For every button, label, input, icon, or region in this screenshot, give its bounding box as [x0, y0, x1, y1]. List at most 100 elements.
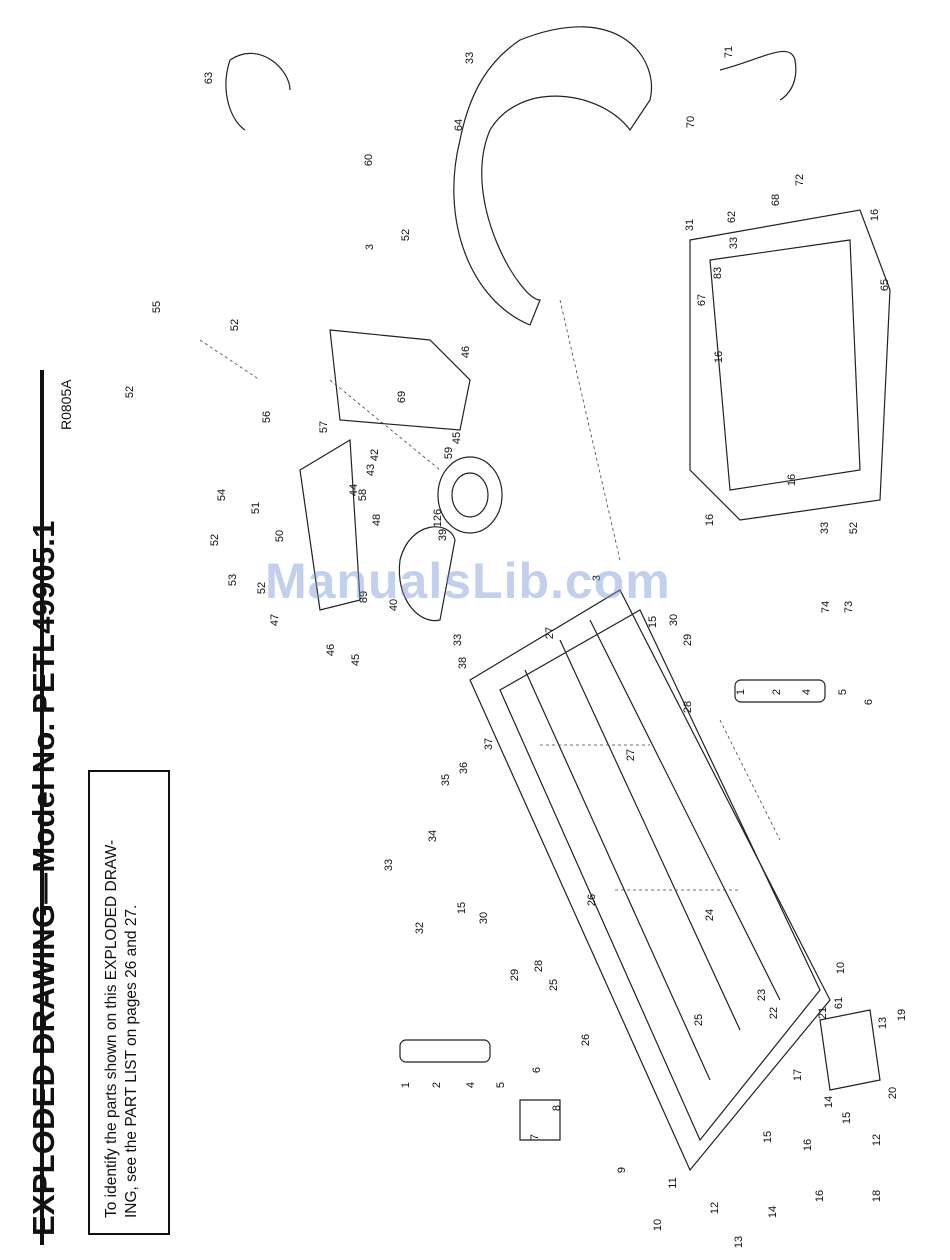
part-callout-50: 50 [274, 530, 286, 542]
part-callout-52: 52 [229, 319, 241, 331]
part-callout-10: 10 [835, 962, 847, 974]
part-callout-46: 46 [460, 346, 472, 358]
part-callout-47: 47 [269, 614, 281, 626]
part-callout-60: 60 [363, 154, 375, 166]
front-roller [399, 1039, 491, 1063]
part-callout-27: 27 [625, 749, 637, 761]
part-callout-31: 31 [684, 219, 696, 231]
part-callout-52: 52 [209, 534, 221, 546]
part-callout-4: 4 [465, 1082, 477, 1088]
part-callout-20: 20 [887, 1087, 899, 1099]
part-callout-40: 40 [388, 599, 400, 611]
part-callout-68: 68 [770, 194, 782, 206]
part-callout-51: 51 [250, 502, 262, 514]
part-callout-57: 57 [318, 421, 330, 433]
frame-rail-inner [499, 609, 821, 1142]
part-callout-9: 9 [616, 1167, 628, 1173]
rear-roller [734, 679, 826, 703]
part-callout-52: 52 [848, 522, 860, 534]
part-callout-10: 10 [652, 1219, 664, 1231]
part-callout-27: 27 [544, 627, 556, 639]
part-callout-33: 33 [452, 634, 464, 646]
part-callout-32: 32 [414, 922, 426, 934]
part-callout-29: 29 [682, 634, 694, 646]
watermark: ManualsLib.com [265, 553, 671, 609]
part-callout-22: 22 [768, 1007, 780, 1019]
part-callout-16: 16 [869, 209, 881, 221]
part-callout-12: 12 [709, 1202, 721, 1214]
part-callout-52: 52 [400, 229, 412, 241]
part-callout-33: 33 [383, 859, 395, 871]
part-callout-2: 2 [431, 1082, 443, 1088]
title-underline [40, 370, 44, 1245]
motor [437, 456, 503, 534]
part-callout-16: 16 [713, 351, 725, 363]
part-callout-8: 8 [551, 1105, 563, 1111]
part-callout-59: 59 [443, 447, 455, 459]
part-callout-37: 37 [483, 738, 495, 750]
drive-belt [398, 526, 456, 622]
part-callout-83: 83 [712, 267, 724, 279]
part-callout-5: 5 [495, 1082, 507, 1088]
part-callout-33: 33 [464, 52, 476, 64]
part-callout-34: 34 [427, 830, 439, 842]
power-cord [719, 50, 797, 101]
part-callout-12: 12 [871, 1134, 883, 1146]
part-callout-38: 38 [457, 657, 469, 669]
part-callout-63: 63 [203, 72, 215, 84]
part-callout-26: 26 [586, 894, 598, 906]
part-callout-7: 7 [529, 1134, 541, 1140]
part-callout-64: 64 [453, 119, 465, 131]
part-callout-13: 13 [733, 1236, 745, 1248]
part-callout-25: 25 [548, 979, 560, 991]
part-callout-33: 33 [819, 522, 831, 534]
part-callout-54: 54 [216, 489, 228, 501]
part-callout-28: 28 [682, 701, 694, 713]
part-callout-14: 14 [823, 1096, 835, 1108]
part-callout-55: 55 [151, 301, 163, 313]
part-callout-24: 24 [704, 909, 716, 921]
part-callout-35: 35 [440, 774, 452, 786]
base-tray [689, 209, 891, 521]
part-callout-30: 30 [478, 912, 490, 924]
upright-arm [299, 438, 361, 611]
part-callout-13: 13 [877, 1017, 889, 1029]
part-callout-36: 36 [458, 762, 470, 774]
part-callout-56: 56 [261, 411, 273, 423]
part-callout-69: 69 [396, 391, 408, 403]
part-callout-16: 16 [814, 1190, 826, 1202]
part-callout-61: 61 [833, 997, 845, 1009]
part-callout-30: 30 [668, 614, 680, 626]
part-callout-1: 1 [735, 689, 747, 695]
part-callout-15: 15 [456, 902, 468, 914]
part-callout-53: 53 [227, 574, 239, 586]
part-callout-1: 1 [400, 1082, 412, 1088]
part-callout-45: 45 [451, 432, 463, 444]
part-callout-18: 18 [871, 1190, 883, 1202]
part-callout-33: 33 [728, 237, 740, 249]
part-callout-4: 4 [801, 689, 813, 695]
part-callout-11: 11 [667, 1177, 679, 1188]
part-callout-126: 126 [432, 509, 444, 527]
part-callout-6: 6 [863, 699, 875, 705]
part-callout-71: 71 [723, 46, 735, 58]
part-callout-5: 5 [837, 689, 849, 695]
part-callout-15: 15 [647, 616, 659, 628]
part-callout-89: 89 [358, 591, 370, 603]
part-callout-65: 65 [879, 279, 891, 291]
part-callout-15: 15 [841, 1112, 853, 1124]
part-callout-42: 42 [369, 449, 381, 461]
part-callout-2: 2 [771, 689, 783, 695]
part-callout-3: 3 [364, 244, 376, 250]
part-callout-26: 26 [580, 1034, 592, 1046]
part-callout-39: 39 [437, 529, 449, 541]
part-callout-23: 23 [756, 989, 768, 1001]
part-callout-74: 74 [820, 601, 832, 613]
part-callout-52: 52 [256, 582, 268, 594]
part-callout-46: 46 [325, 644, 337, 656]
part-callout-3: 3 [591, 575, 603, 581]
part-callout-6: 6 [531, 1067, 543, 1073]
part-callout-45: 45 [350, 654, 362, 666]
cable-63 [229, 52, 291, 91]
